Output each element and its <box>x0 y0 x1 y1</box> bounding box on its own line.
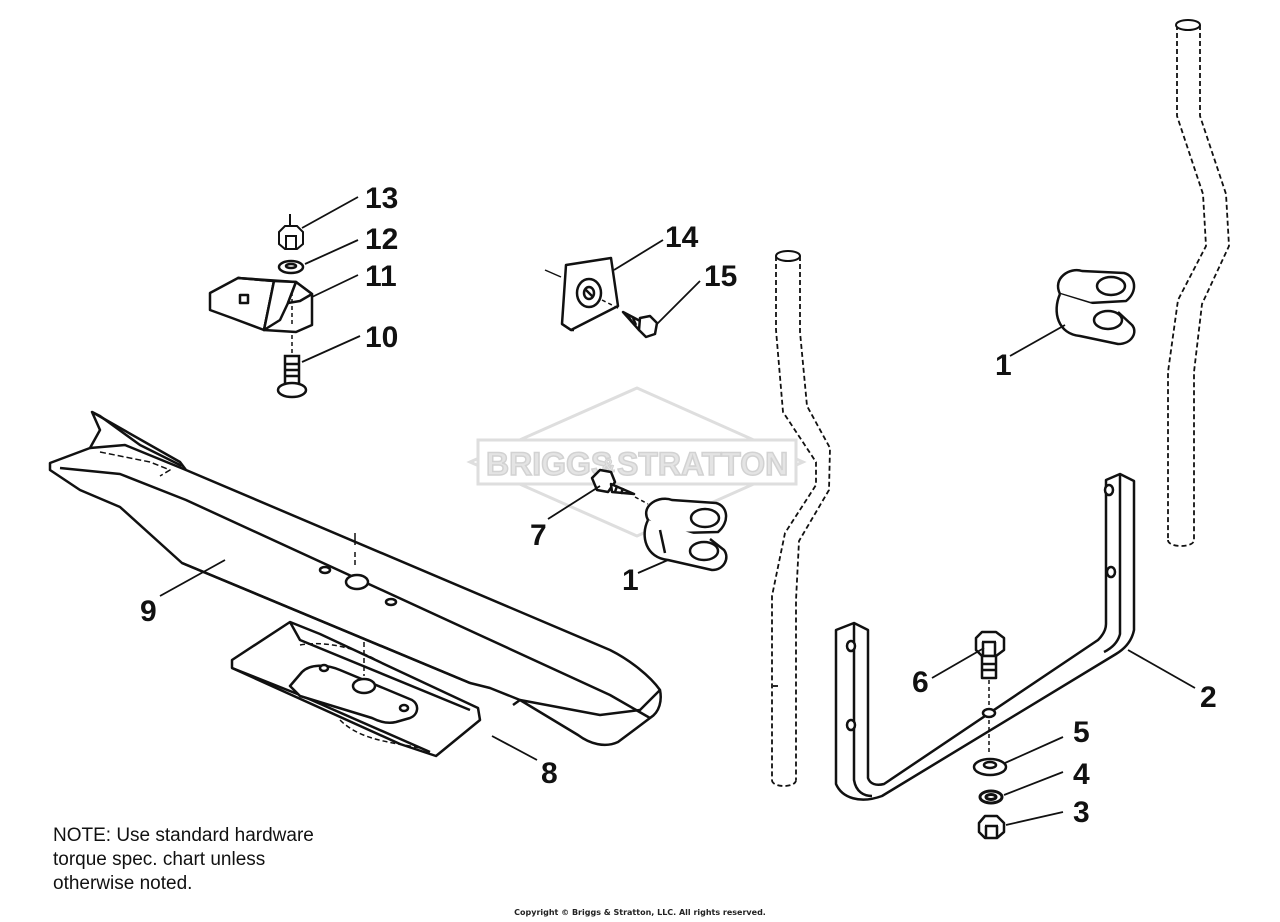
clamp-plate-14 <box>544 256 620 332</box>
callout-11: 11 <box>365 260 397 293</box>
callout-4: 4 <box>1073 758 1090 791</box>
torque-note: NOTE: Use standard hardware torque spec.… <box>53 824 413 896</box>
lock-washer-12 <box>277 259 305 275</box>
note-line-2: torque spec. chart unless <box>53 849 266 870</box>
callout-9: 9 <box>140 595 157 628</box>
screw-15 <box>601 299 659 339</box>
nut-3 <box>977 814 1006 840</box>
nut-13 <box>278 214 304 250</box>
blade-9 <box>48 410 662 747</box>
callout-1-center: 1 <box>622 564 639 597</box>
watermark-logo: BRIGGS & STRATTON <box>466 386 807 538</box>
callout-3: 3 <box>1073 796 1090 829</box>
callout-12: 12 <box>365 223 398 256</box>
handle-rod-right <box>1167 19 1230 547</box>
callout-6: 6 <box>912 666 929 699</box>
callout-labels: 13 12 11 10 14 15 7 1 1 9 8 6 2 5 4 3 <box>140 182 1217 829</box>
leader-lines <box>159 196 1196 826</box>
note-line-3: otherwise noted. <box>53 873 193 894</box>
u-bracket-2 <box>834 472 1136 801</box>
watermark-text-left: BRIGGS <box>486 446 612 482</box>
mounting-clip-11 <box>208 276 314 334</box>
callout-5: 5 <box>1073 716 1090 749</box>
copyright-notice: Copyright © Briggs & Stratton, LLC. All … <box>514 908 766 917</box>
handle-rod-center <box>771 250 831 787</box>
callout-2: 2 <box>1200 681 1217 714</box>
watermark-text-right: STRATTON <box>617 446 788 482</box>
blade-adapter-8 <box>230 620 482 758</box>
bolt-10 <box>276 335 308 399</box>
clamp-1-center <box>643 497 728 572</box>
note-line-1: NOTE: Use standard hardware <box>53 825 314 846</box>
callout-7: 7 <box>530 519 547 552</box>
clamp-1-right <box>1055 268 1136 346</box>
callout-8: 8 <box>541 757 558 790</box>
callout-14: 14 <box>665 221 699 254</box>
callout-15: 15 <box>704 260 737 293</box>
callout-13: 13 <box>365 182 398 215</box>
flat-washer-5 <box>972 757 1008 777</box>
callout-10: 10 <box>365 321 398 354</box>
callout-1-right: 1 <box>995 349 1012 382</box>
lock-washer-4 <box>978 789 1004 805</box>
